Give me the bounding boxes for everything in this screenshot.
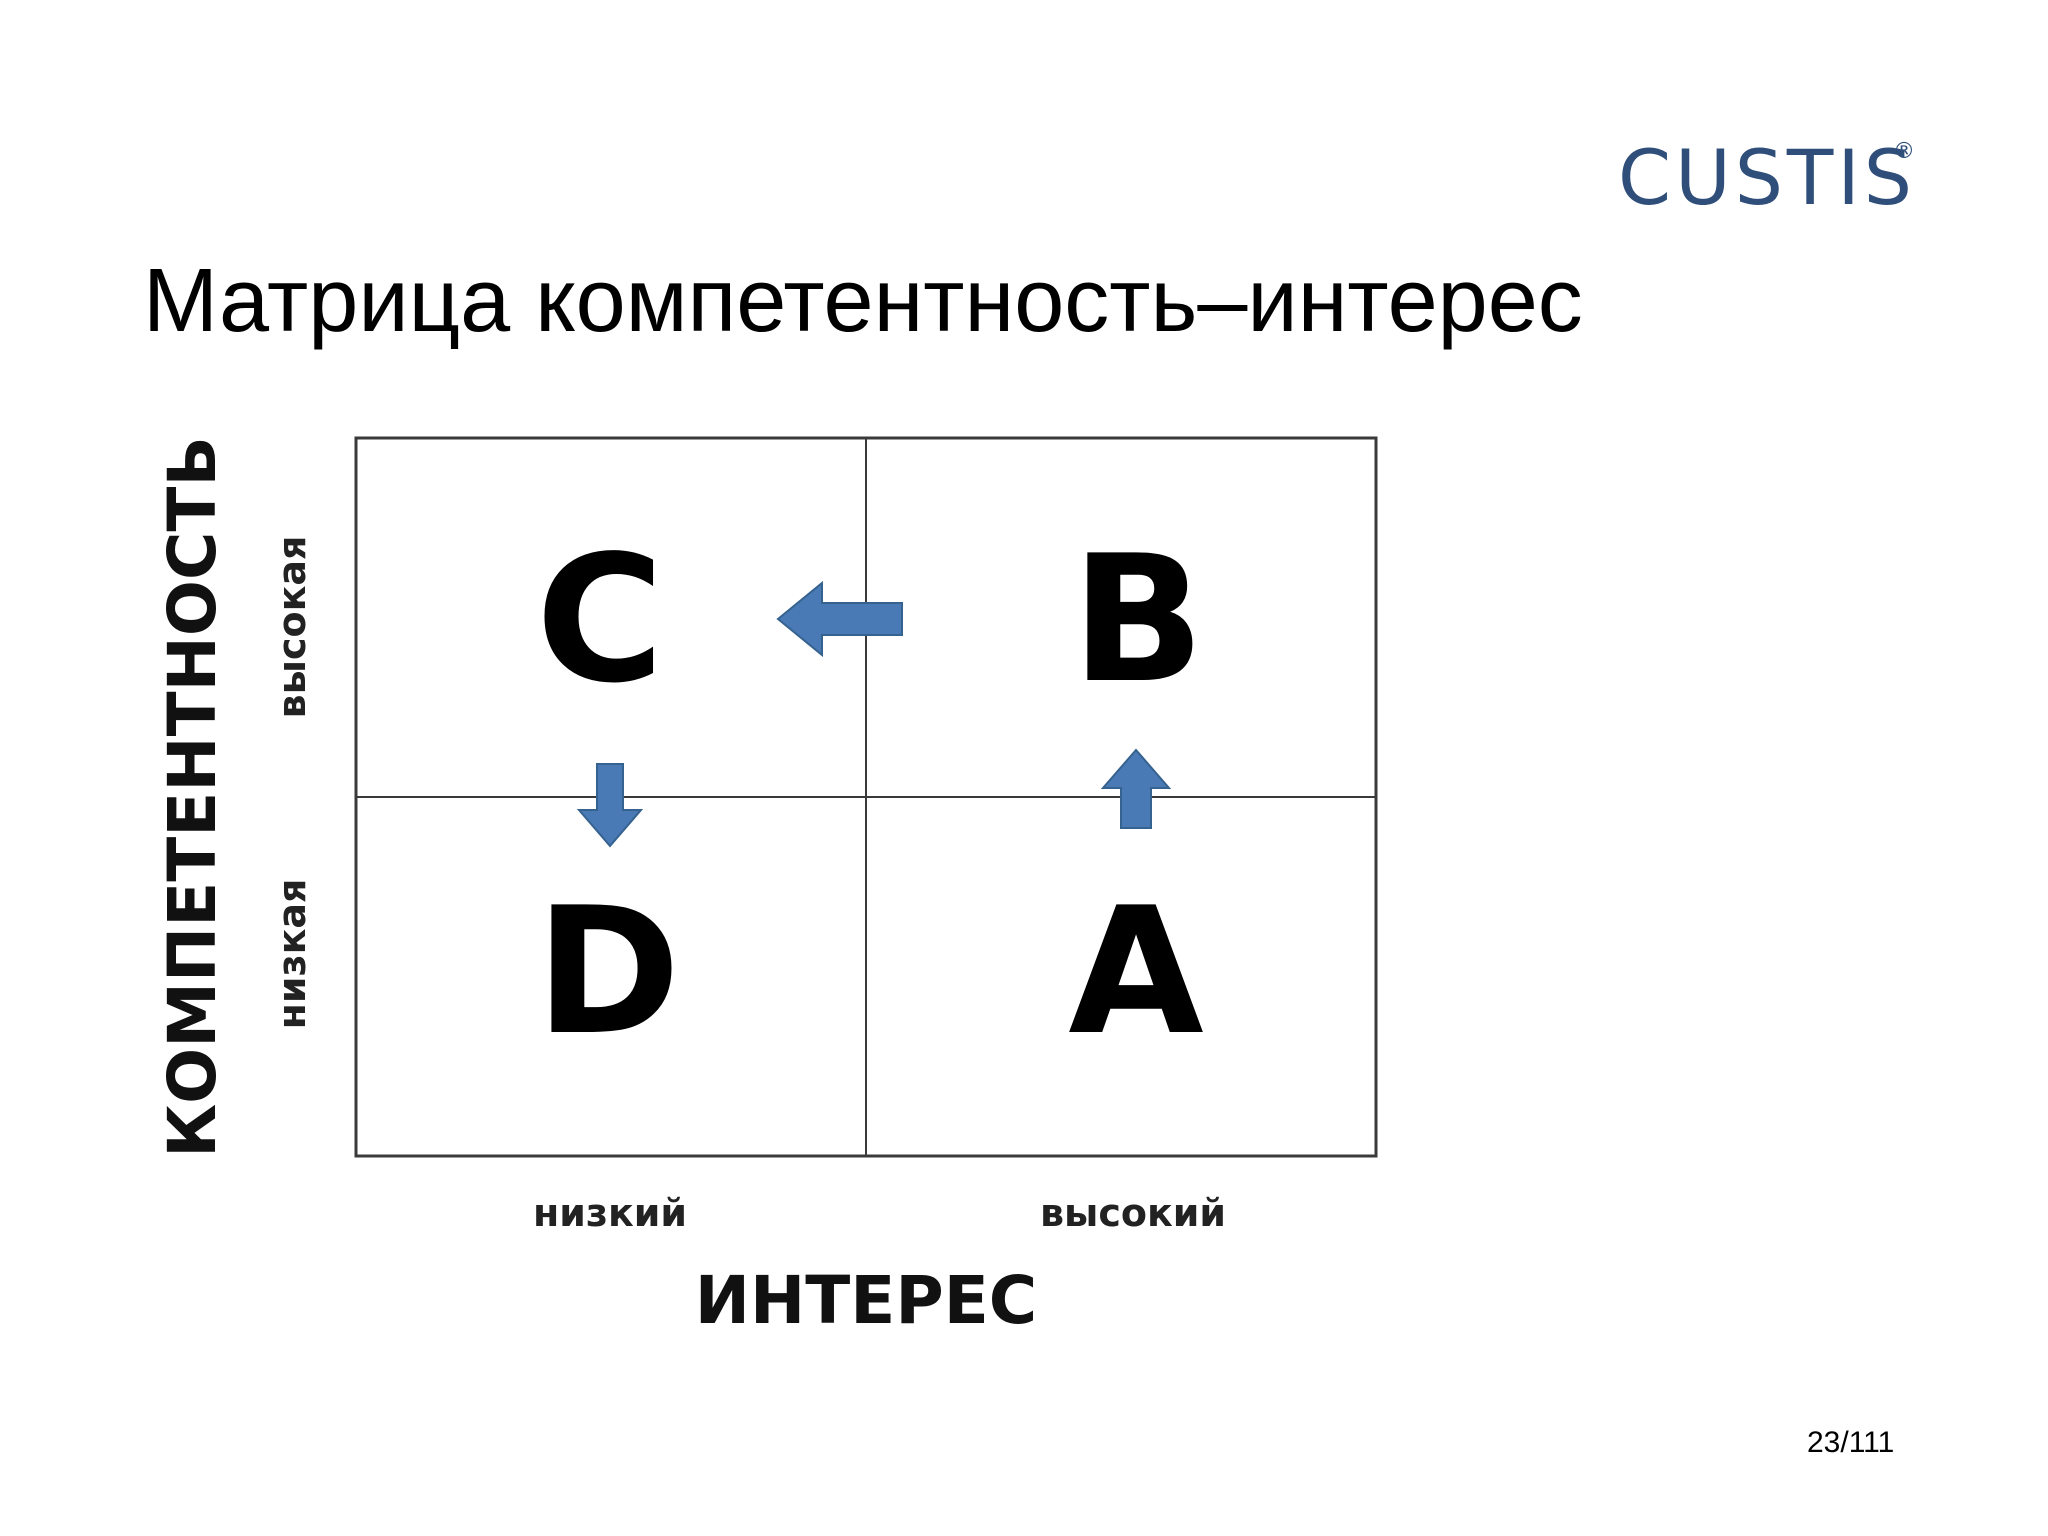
y-level-low: низкая (270, 879, 314, 1030)
page-number: 23/111 (1807, 1426, 1895, 1459)
registered-mark: ® (1893, 139, 1915, 164)
y-axis-title: КОМПЕТЕНТНОСТЬ (154, 436, 231, 1158)
arrow-left-icon (776, 580, 903, 658)
arrow-down-icon (576, 763, 644, 848)
quadrant-c: C (536, 519, 664, 722)
x-level-high: высокий (1040, 1191, 1226, 1235)
x-axis-title: ИНТЕРЕС (695, 1262, 1037, 1339)
quadrant-b: B (1071, 519, 1204, 722)
custis-logo: CUSTIS (1618, 133, 1917, 222)
slide-title: Матрица компетентность–интерес (143, 251, 1583, 351)
y-level-high: высокая (270, 536, 314, 719)
quadrant-a: A (1068, 871, 1203, 1074)
arrow-up-icon (1100, 748, 1172, 829)
x-level-low: низкий (533, 1191, 687, 1235)
quadrant-d: D (535, 871, 680, 1074)
